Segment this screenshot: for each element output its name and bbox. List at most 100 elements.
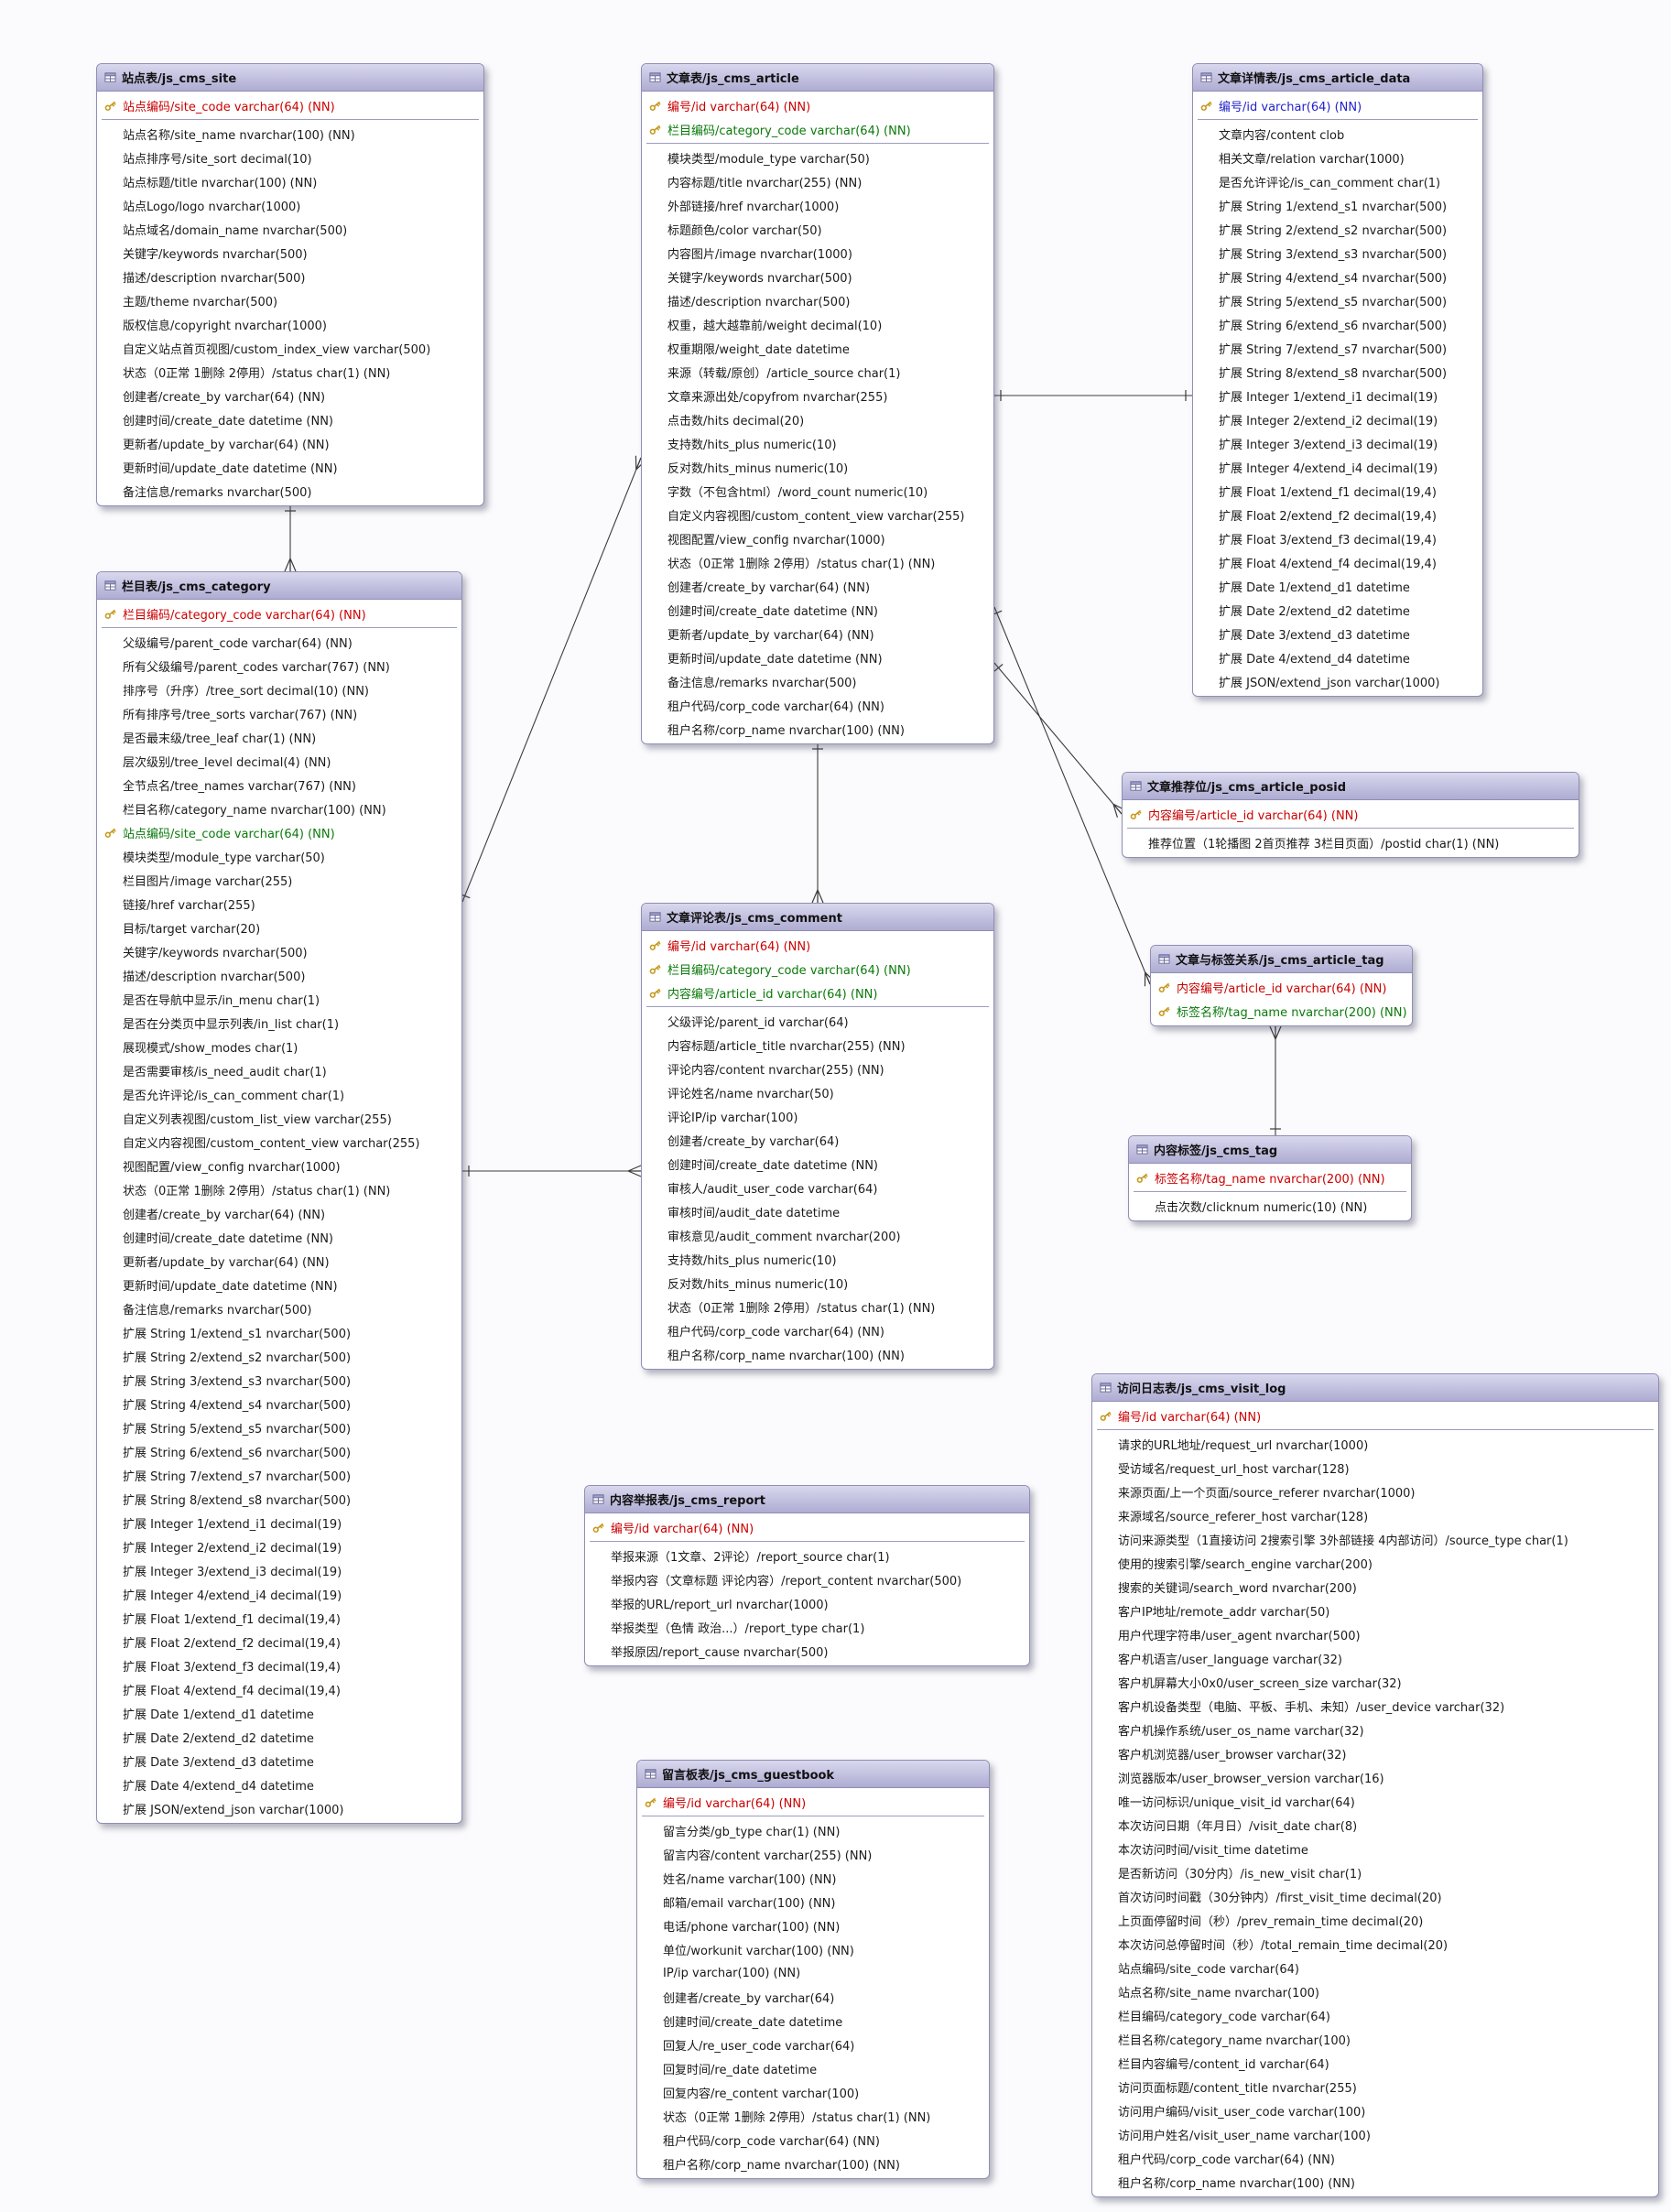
field-row: 扩展 Integer 3/extend_i3 decimal(19) [1193, 431, 1482, 455]
entity-header[interactable]: 栏目表/js_cms_category [97, 572, 461, 600]
field-label: 本次访问总停留时间（秒）/total_remain_time decimal(2… [1118, 1938, 1449, 1953]
field-row: 本次访问日期（年月日）/visit_date char(8) [1092, 1813, 1658, 1837]
entity-header[interactable]: 文章详情表/js_cms_article_data [1193, 64, 1482, 92]
field-label: 是否允许评论/is_can_comment char(1) [123, 1089, 345, 1103]
field-row: 栏目编码/category_code varchar(64) [1092, 2003, 1658, 2027]
field-row: 扩展 String 8/extend_s8 nvarchar(500) [97, 1487, 461, 1511]
field-label: 举报原因/report_cause nvarchar(500) [611, 1645, 829, 1660]
field-row: 编号/id varchar(64) (NN) [1092, 1404, 1658, 1427]
field-label: 客户机设备类型（电脑、平板、手机、未知）/user_device varchar… [1118, 1700, 1505, 1715]
field-row: 回复内容/re_content varchar(100) [637, 2080, 989, 2104]
field-row: 编号/id varchar(64) (NN) [637, 1790, 989, 1814]
field-row: 浏览器版本/user_browser_version varchar(16) [1092, 1765, 1658, 1789]
field-row: 相关文章/relation varchar(1000) [1193, 146, 1482, 169]
field-label: 举报的URL/report_url nvarchar(1000) [611, 1598, 829, 1612]
field-row: 站点域名/domain_name nvarchar(500) [97, 217, 483, 241]
field-label: 扩展 Integer 2/extend_i2 decimal(19) [123, 1541, 342, 1556]
field-label: 内容编号/article_id varchar(64) (NN) [667, 987, 878, 1002]
field-row: 扩展 Date 1/extend_d1 datetime [1193, 574, 1482, 598]
field-label: 扩展 String 1/extend_s1 nvarchar(500) [123, 1327, 352, 1341]
field-row: 自定义列表视图/custom_list_view varchar(255) [97, 1106, 461, 1130]
field-row: 推荐位置（1轮播图 2首页推荐 3栏目页面）/postid char(1) (N… [1123, 830, 1579, 854]
field-row: 创建时间/create_date datetime (NN) [642, 1152, 993, 1176]
field-label: 举报类型（色情 政治...）/report_type char(1) [611, 1621, 865, 1636]
entity-header[interactable]: 文章推荐位/js_cms_article_posid [1123, 773, 1579, 800]
entity-title: 文章表/js_cms_article [667, 72, 799, 86]
field-row: 扩展 Float 4/extend_f4 decimal(19,4) [97, 1677, 461, 1701]
field-row: 请求的URL地址/request_url nvarchar(1000) [1092, 1432, 1658, 1456]
field-row: 栏目编码/category_code varchar(64) (NN) [642, 957, 993, 981]
field-row: 扩展 String 4/extend_s4 nvarchar(500) [97, 1392, 461, 1415]
field-label: 客户机操作系统/user_os_name varchar(32) [1118, 1724, 1364, 1739]
entity-title: 文章评论表/js_cms_comment [667, 912, 842, 926]
entity-js_cms_article[interactable]: 文章表/js_cms_article 编号/id varchar(64) (NN)… [641, 63, 994, 744]
field-label: 状态（0正常 1删除 2停用）/status char(1) (NN) [123, 366, 391, 381]
field-row: 站点名称/site_name nvarchar(100) [1092, 1979, 1658, 2003]
field-label: 更新时间/update_date datetime (NN) [123, 461, 338, 476]
field-row: 创建时间/create_date datetime (NN) [97, 1225, 461, 1249]
field-row: 编号/id varchar(64) (NN) [1193, 93, 1482, 117]
field-row: 客户机设备类型（电脑、平板、手机、未知）/user_device varchar… [1092, 1694, 1658, 1718]
entity-header[interactable]: 文章与标签关系/js_cms_article_tag [1151, 946, 1412, 973]
field-row: 本次访问总停留时间（秒）/total_remain_time decimal(2… [1092, 1932, 1658, 1956]
entity-js_cms_comment[interactable]: 文章评论表/js_cms_comment 编号/id varchar(64) (N… [641, 903, 994, 1370]
field-row: 外部链接/href nvarchar(1000) [642, 193, 993, 217]
field-label: 租户代码/corp_code varchar(64) (NN) [667, 699, 884, 714]
field-row: 用户代理字符串/user_agent nvarchar(500) [1092, 1622, 1658, 1646]
field-row: 站点排序号/site_sort decimal(10) [97, 146, 483, 169]
field-row: 使用的搜索引擎/search_engine varchar(200) [1092, 1551, 1658, 1575]
field-row: 关键字/keywords nvarchar(500) [97, 939, 461, 963]
field-label: 本次访问时间/visit_time datetime [1118, 1843, 1308, 1858]
field-label: 编号/id varchar(64) (NN) [667, 100, 811, 114]
entity-header[interactable]: 文章评论表/js_cms_comment [642, 904, 993, 931]
field-row: 扩展 Integer 1/extend_i1 decimal(19) [1193, 384, 1482, 407]
field-row: 站点名称/site_name nvarchar(100) (NN) [97, 122, 483, 146]
field-label: 推荐位置（1轮播图 2首页推荐 3栏目页面）/postid char(1) (N… [1148, 837, 1500, 851]
field-label: 首次访问时间戳（30分钟内）/first_visit_time decimal(… [1118, 1891, 1442, 1905]
field-row: 扩展 String 3/extend_s3 nvarchar(500) [1193, 241, 1482, 265]
entity-header[interactable]: 内容举报表/js_cms_report [585, 1486, 1029, 1513]
entity-js_cms_article_data[interactable]: 文章详情表/js_cms_article_data 编号/id varchar(6… [1192, 63, 1483, 697]
field-row: 是否需要审核/is_need_audit char(1) [97, 1058, 461, 1082]
field-label: 编号/id varchar(64) (NN) [611, 1522, 754, 1536]
entity-header[interactable]: 文章表/js_cms_article [642, 64, 993, 92]
field-label: 评论IP/ip varchar(100) [667, 1111, 798, 1125]
field-label: 站点标题/title nvarchar(100) (NN) [123, 176, 318, 190]
field-label: 扩展 Float 2/extend_f2 decimal(19,4) [1219, 509, 1437, 524]
field-label: 栏目内容编号/content_id varchar(64) [1118, 2057, 1329, 2072]
field-row: 是否允许评论/is_can_comment char(1) [97, 1082, 461, 1106]
field-label: 租户代码/corp_code varchar(64) (NN) [667, 1325, 884, 1339]
table-icon [1136, 1144, 1148, 1155]
table-icon [104, 71, 116, 83]
field-label: 站点Logo/logo nvarchar(1000) [123, 200, 301, 214]
field-row: 编号/id varchar(64) (NN) [642, 933, 993, 957]
entity-header[interactable]: 站点表/js_cms_site [97, 64, 483, 92]
field-label: 扩展 Date 1/extend_d1 datetime [123, 1708, 314, 1722]
field-row: 访问用户编码/visit_user_code varchar(100) [1092, 2098, 1658, 2122]
field-row: 描述/description nvarchar(500) [642, 288, 993, 312]
field-label: 创建者/create_by varchar(64) (NN) [667, 580, 871, 595]
field-row: 创建者/create_by varchar(64) [642, 1128, 993, 1152]
key-icon [585, 1521, 611, 1534]
entity-title: 文章详情表/js_cms_article_data [1218, 72, 1411, 86]
entity-title: 访问日志表/js_cms_visit_log [1117, 1382, 1286, 1396]
field-row: 举报内容（文章标题 评论内容）/report_content nvarchar(… [585, 1567, 1029, 1591]
entity-header[interactable]: 内容标签/js_cms_tag [1129, 1136, 1411, 1164]
field-label: 父级评论/parent_id varchar(64) [667, 1015, 849, 1030]
field-row: 回复时间/re_date datetime [637, 2056, 989, 2080]
entity-header[interactable]: 留言板表/js_cms_guestbook [637, 1761, 989, 1788]
entity-js_cms_report[interactable]: 内容举报表/js_cms_report 编号/id varchar(64) (NN… [584, 1485, 1030, 1666]
entity-header[interactable]: 访问日志表/js_cms_visit_log [1092, 1374, 1658, 1402]
field-row: 标签名称/tag_name nvarchar(200) (NN) [1129, 1166, 1411, 1189]
field-label: 扩展 Integer 1/extend_i1 decimal(19) [123, 1517, 342, 1532]
field-row: 所有父级编号/parent_codes varchar(767) (NN) [97, 654, 461, 678]
entity-js_cms_visit_log[interactable]: 访问日志表/js_cms_visit_log 编号/id varchar(64) … [1091, 1373, 1659, 2197]
field-label: 扩展 String 7/extend_s7 nvarchar(500) [123, 1469, 352, 1484]
field-row: 来源页面/上一个页面/source_referer nvarchar(1000) [1092, 1480, 1658, 1503]
